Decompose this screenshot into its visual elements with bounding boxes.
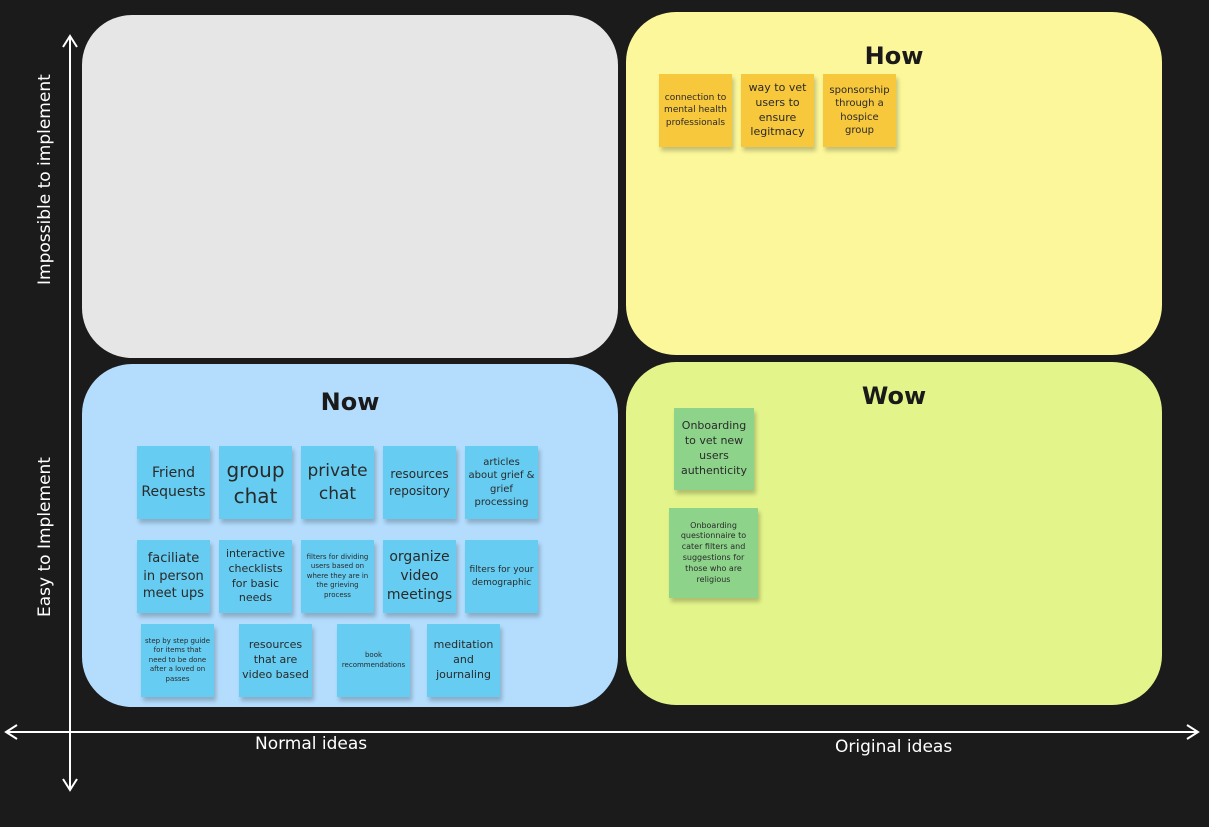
sticky-note[interactable]: meditation and journaling [427,624,500,697]
sticky-note[interactable]: Onboarding to vet new users authenticity [674,408,754,490]
y-axis-label-top: Impossible to implement [35,74,55,285]
sticky-note[interactable]: way to vet users to ensure legitmacy [741,74,814,147]
sticky-note[interactable]: organize video meetings [383,540,456,613]
sticky-note[interactable]: sponsorship through a hospice group [823,74,896,147]
x-axis-label-right: Original ideas [835,737,953,757]
y-axis-label-bottom: Easy to Implement [35,457,55,617]
sticky-note[interactable]: connection to mental health professional… [659,74,732,147]
y-axis-arrow-up [62,34,78,48]
quadrant-title-wow: Wow [861,382,927,410]
quadrant-title-now: Now [320,388,380,416]
sticky-note[interactable]: Friend Requests [137,446,210,519]
sticky-note[interactable]: private chat [301,446,374,519]
x-axis-arrow-right [1186,724,1200,740]
sticky-note[interactable]: faciliate in person meet ups [137,540,210,613]
sticky-note[interactable]: Onboarding questionnaire to cater filter… [669,508,758,598]
quadrant-how: How [626,12,1162,355]
sticky-note[interactable]: group chat [219,446,292,519]
quadrant-title-how: How [864,42,924,70]
x-axis-label-left: Normal ideas [255,734,368,754]
sticky-note[interactable]: filters for dividing users based on wher… [301,540,374,613]
sticky-note[interactable]: resources repository [383,446,456,519]
x-axis-arrow-left [4,724,18,740]
sticky-note[interactable]: articles about grief & grief processing [465,446,538,519]
sticky-note[interactable]: filters for your demographic [465,540,538,613]
sticky-note[interactable]: step by step guide for items that need t… [141,624,214,697]
y-axis-arrow-down [62,778,78,792]
sticky-note[interactable]: interactive checklists for basic needs [219,540,292,613]
quadrant-top-left [82,15,618,358]
sticky-note[interactable]: book recommendations [337,624,410,697]
sticky-note[interactable]: resources that are video based [239,624,312,697]
